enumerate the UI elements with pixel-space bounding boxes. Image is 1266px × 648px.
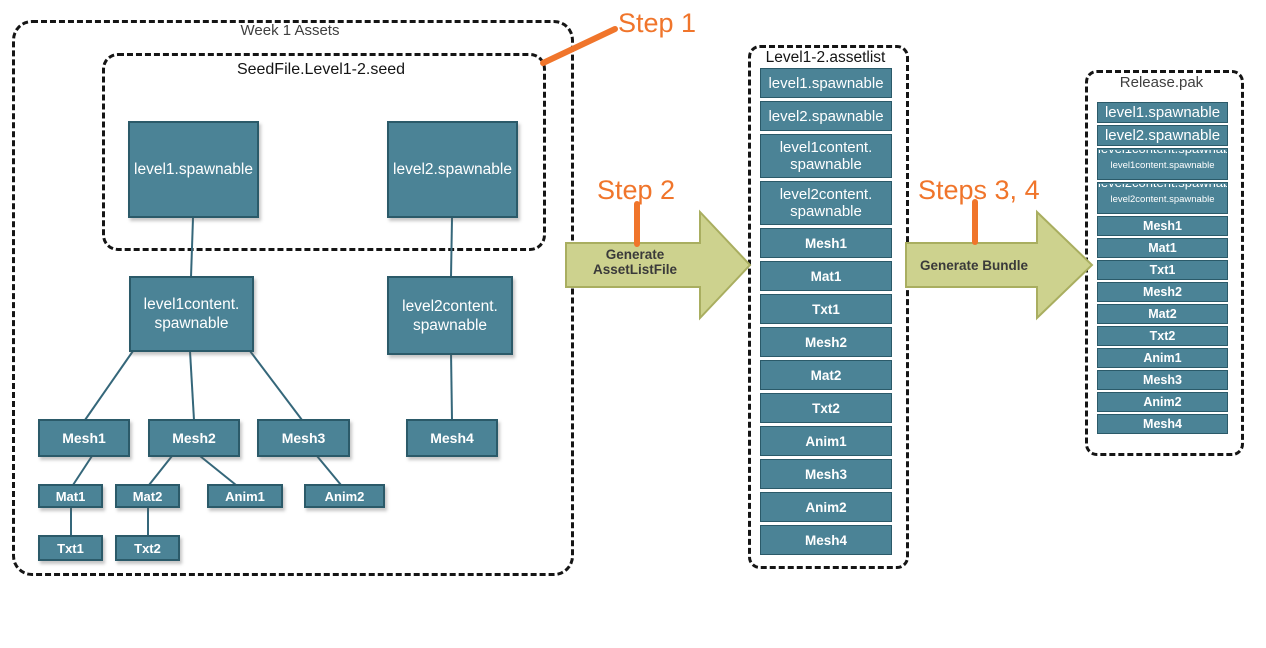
assetlist-row: Txt2 (760, 393, 892, 423)
steps34-label: Steps 3, 4 (918, 175, 1040, 205)
node-level1content-spawnable: level1content. spawnable (129, 276, 254, 352)
assetlist-row: Mesh4 (760, 525, 892, 555)
generate-assetlist-caption-line1: Generate (605, 247, 665, 262)
release-title: Release.pak (1119, 74, 1204, 91)
assetlist-row: Mesh1 (760, 228, 892, 258)
clipped-text-artifact: level2content.spawnable (1098, 184, 1227, 191)
release-row: level1.spawnable (1097, 102, 1228, 123)
release-row: Anim2 (1097, 392, 1228, 412)
assetlist-row: level1.spawnable (760, 68, 892, 98)
node-mesh1: Mesh1 (38, 419, 130, 457)
seedfile-group-box (102, 53, 546, 251)
release-stack: level1.spawnable level2.spawnable level1… (1097, 102, 1228, 436)
assetlist-row: Anim2 (760, 492, 892, 522)
release-row: Mat1 (1097, 238, 1228, 258)
node-txt2: Txt2 (115, 535, 180, 561)
release-row: Mesh2 (1097, 282, 1228, 302)
assetlist-row: level1content. spawnable (760, 134, 892, 178)
seedfile-title: SeedFile.Level1-2.seed (236, 61, 406, 78)
generate-bundle-caption: Generate Bundle (919, 258, 1029, 273)
assetlist-row: Mesh2 (760, 327, 892, 357)
release-row: Mesh3 (1097, 370, 1228, 390)
node-level2-spawnable: level2.spawnable (387, 121, 518, 218)
release-row: level2.spawnable (1097, 125, 1228, 146)
node-anim1: Anim1 (207, 484, 283, 508)
node-mesh2: Mesh2 (148, 419, 240, 457)
node-mesh4: Mesh4 (406, 419, 498, 457)
node-anim2: Anim2 (304, 484, 385, 508)
assetlist-row: level2content. spawnable (760, 181, 892, 225)
assetlist-row: Mat2 (760, 360, 892, 390)
assetlist-row: Mat1 (760, 261, 892, 291)
release-row: Anim1 (1097, 348, 1228, 368)
clipped-text-artifact: level1content.spawnable (1098, 150, 1227, 157)
assetlist-title: Level1-2.assetlist (765, 49, 886, 66)
assetlist-row: level2.spawnable (760, 101, 892, 131)
generate-assetlist-caption-line2: AssetListFile (592, 262, 678, 277)
release-row: level1content.spawnable level1content.sp… (1097, 148, 1228, 180)
step2-label: Step 2 (597, 175, 676, 205)
week1-assets-title: Week 1 Assets (240, 22, 340, 39)
node-level1-spawnable: level1.spawnable (128, 121, 259, 218)
node-mat1: Mat1 (38, 484, 103, 508)
release-row: Txt1 (1097, 260, 1228, 280)
assetlist-row: Txt1 (760, 294, 892, 324)
release-row: level2content.spawnable level2content.sp… (1097, 182, 1228, 214)
node-level2content-spawnable: level2content. spawnable (387, 276, 513, 355)
assetlist-stack: level1.spawnable level2.spawnable level1… (760, 68, 892, 558)
release-row: Mesh4 (1097, 414, 1228, 434)
release-row: Mesh1 (1097, 216, 1228, 236)
generate-assetlist-caption: Generate AssetListFile (570, 247, 700, 277)
assetlist-row: Anim1 (760, 426, 892, 456)
step1-label: Step 1 (618, 8, 697, 38)
node-mesh3: Mesh3 (257, 419, 350, 457)
assetlist-row: Mesh3 (760, 459, 892, 489)
release-row: Mat2 (1097, 304, 1228, 324)
node-mat2: Mat2 (115, 484, 180, 508)
release-row: Txt2 (1097, 326, 1228, 346)
node-txt1: Txt1 (38, 535, 103, 561)
